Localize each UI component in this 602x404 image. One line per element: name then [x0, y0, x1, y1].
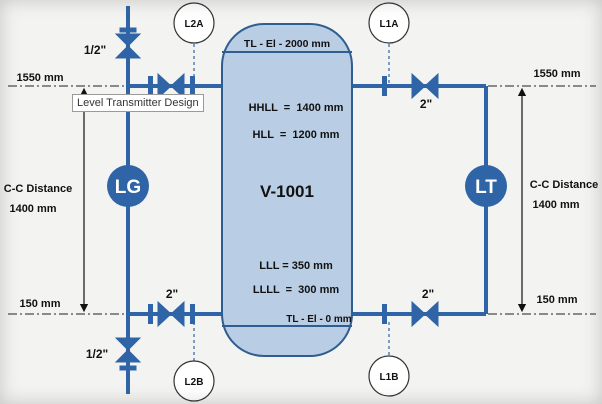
drain-valve-icon	[114, 337, 142, 363]
right-bottom-elevation: 150 mm	[537, 294, 578, 306]
left-bottom-elevation: 150 mm	[20, 298, 61, 310]
l1a-label: L1A	[380, 19, 399, 30]
flanges	[148, 76, 387, 324]
valve-left-top-icon	[157, 72, 185, 100]
right-top-nozzle-size: 2"	[420, 97, 432, 111]
valve-left-bottom-icon	[157, 300, 185, 328]
l2a-label: L2A	[185, 19, 204, 30]
vessel-top-line-label: TL - El - 2000 mm	[244, 38, 330, 50]
vent-valve-size: 1/2"	[84, 43, 106, 57]
l1a-bubble	[368, 2, 410, 44]
vessel-tag: V-1001	[260, 182, 314, 201]
valve-right-top-icon	[411, 72, 439, 100]
lg-label: LG	[115, 177, 141, 198]
drain-valve-size: 1/2"	[86, 347, 108, 361]
instrument-leaders	[193, 44, 390, 362]
left-cc-distance-line2: 1400 mm	[9, 203, 56, 215]
tooltip-level-transmitter-design: Level Transmitter Design	[72, 94, 204, 112]
vessel-llll-label: LLLL = 300 mm	[253, 284, 340, 296]
valve-right-bottom-icon	[411, 300, 439, 328]
left-top-elevation: 1550 mm	[16, 72, 63, 84]
vessel-body	[221, 23, 353, 357]
lt-label: LT	[475, 177, 497, 198]
right-top-elevation: 1550 mm	[533, 68, 580, 80]
l1b-label: L1B	[380, 372, 399, 383]
vessel-hhll-label: HHLL = 1400 mm	[249, 102, 344, 114]
vessel-bottom-line-label: TL - El - 0 mm	[286, 314, 351, 325]
vent-valve-icon	[114, 33, 142, 59]
right-cc-distance-line1: C-C Distance	[530, 179, 598, 191]
l2b-label: L2B	[185, 377, 204, 388]
left-bottom-nozzle-size: 2"	[166, 287, 178, 301]
left-cc-distance-line1: C-C Distance	[4, 183, 72, 195]
l2b-bubble	[173, 360, 215, 402]
vessel-hll-label: HLL = 1200 mm	[253, 129, 340, 141]
lg-instrument-icon	[107, 165, 149, 207]
vessel-lll-label: LLL = 350 mm	[259, 260, 333, 272]
l1b-bubble	[368, 355, 410, 397]
l2a-bubble	[173, 2, 215, 44]
right-bottom-nozzle-size: 2"	[422, 287, 434, 301]
lt-instrument-icon	[465, 165, 507, 207]
right-cc-distance-line2: 1400 mm	[532, 199, 579, 211]
